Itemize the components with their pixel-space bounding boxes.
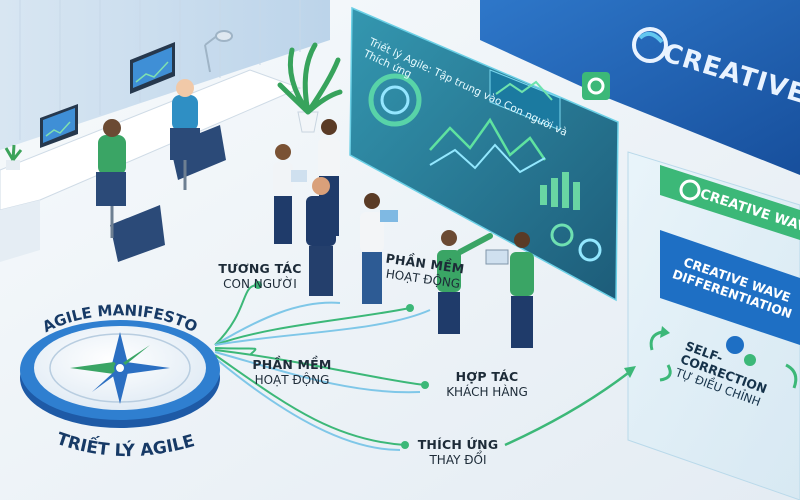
value-interaction-line2: CON NGƯỜI: [223, 276, 297, 291]
flow-dots: [254, 281, 429, 449]
value-collaboration: HỢP TÁC KHÁCH HÀNG: [432, 369, 542, 399]
brand-wall: [480, 0, 800, 175]
person-suit: [306, 177, 336, 296]
value-software-lower: PHẦN MỀM HOẠT ĐỘNG: [240, 357, 344, 387]
potted-plant: [277, 42, 343, 133]
refresh-arrows-icon: [649, 326, 672, 382]
dashboard-screen: [349, 6, 619, 302]
gear-icon-panel: [726, 336, 756, 366]
brand-logo-panel: [679, 179, 701, 201]
arrow-head-icon: [624, 366, 636, 378]
value-interaction-line1: TƯƠNG TÁC: [218, 261, 302, 276]
person-pointing: [437, 230, 493, 334]
value-adaptation: THÍCH ỨNG THAY ĐỔI: [408, 437, 508, 467]
differentiation-banner: [660, 230, 800, 345]
brand-logo-wall: [632, 27, 668, 63]
desk-plant: [4, 144, 23, 170]
bar-widget: [540, 172, 580, 210]
person-laptop: [485, 232, 534, 348]
worker-1: [96, 119, 165, 262]
flow-lines: [214, 284, 633, 451]
person-tablet-2: [360, 193, 398, 304]
glass-panel: [627, 151, 800, 500]
value-collaboration-line1: HỢP TÁC: [455, 369, 519, 384]
monitor-2: [130, 42, 175, 94]
arrow-icon: [785, 363, 798, 389]
desk-side: [0, 200, 40, 262]
value-software-lower-line1: PHẦN MỀM: [252, 357, 332, 372]
value-adaptation-line1: THÍCH ỨNG: [417, 437, 499, 452]
value-software-lower-line2: HOẠT ĐỘNG: [254, 372, 330, 387]
value-adaptation-line2: THAY ĐỔI: [429, 452, 487, 467]
monitor-1: [40, 104, 78, 148]
gear-icon: [582, 72, 610, 100]
value-interaction: TƯƠNG TÁC CON NGƯỜI: [210, 261, 310, 291]
compass-needle: [70, 332, 170, 404]
person-tablet-1: [273, 144, 307, 244]
floating-chart-panel: [489, 69, 561, 131]
compass: AGILE MANIFESTO TRIẾT LÝ AGILE: [20, 301, 220, 461]
worker-2: [170, 79, 226, 190]
desk-lamp: [204, 30, 233, 73]
value-collaboration-line2: KHÁCH HÀNG: [446, 384, 528, 399]
